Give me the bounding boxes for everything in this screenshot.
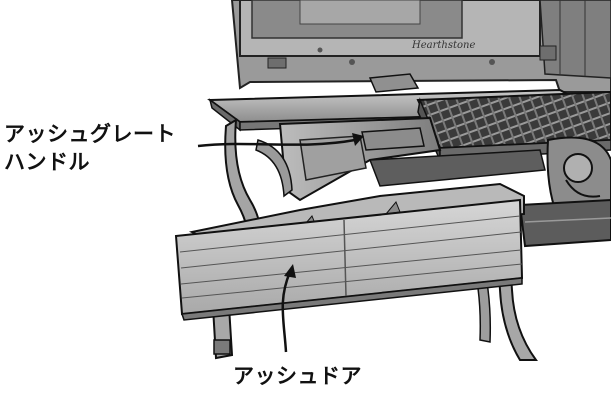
callout-ash-grate-handle-line2: ハンドル [4, 150, 90, 174]
ash-door [174, 182, 525, 321]
brand-logo-text: Hearthstone [411, 40, 475, 51]
callout-ash-grate-handle: アッシュグレート ハンドル [4, 120, 176, 176]
ash-pan [278, 116, 546, 202]
stove-body: Hearthstone [230, 0, 611, 93]
door-leader-arrowhead [284, 264, 296, 278]
callout-leaders [197, 133, 364, 353]
callout-ash-grate-handle-line1: アッシュグレート [4, 122, 176, 146]
handle-leader-arrowhead [352, 133, 364, 146]
handle-leader-line [197, 138, 356, 148]
base-rail [518, 198, 611, 248]
callout-ash-door: アッシュドア [233, 364, 362, 388]
door-leader-line [281, 271, 292, 353]
